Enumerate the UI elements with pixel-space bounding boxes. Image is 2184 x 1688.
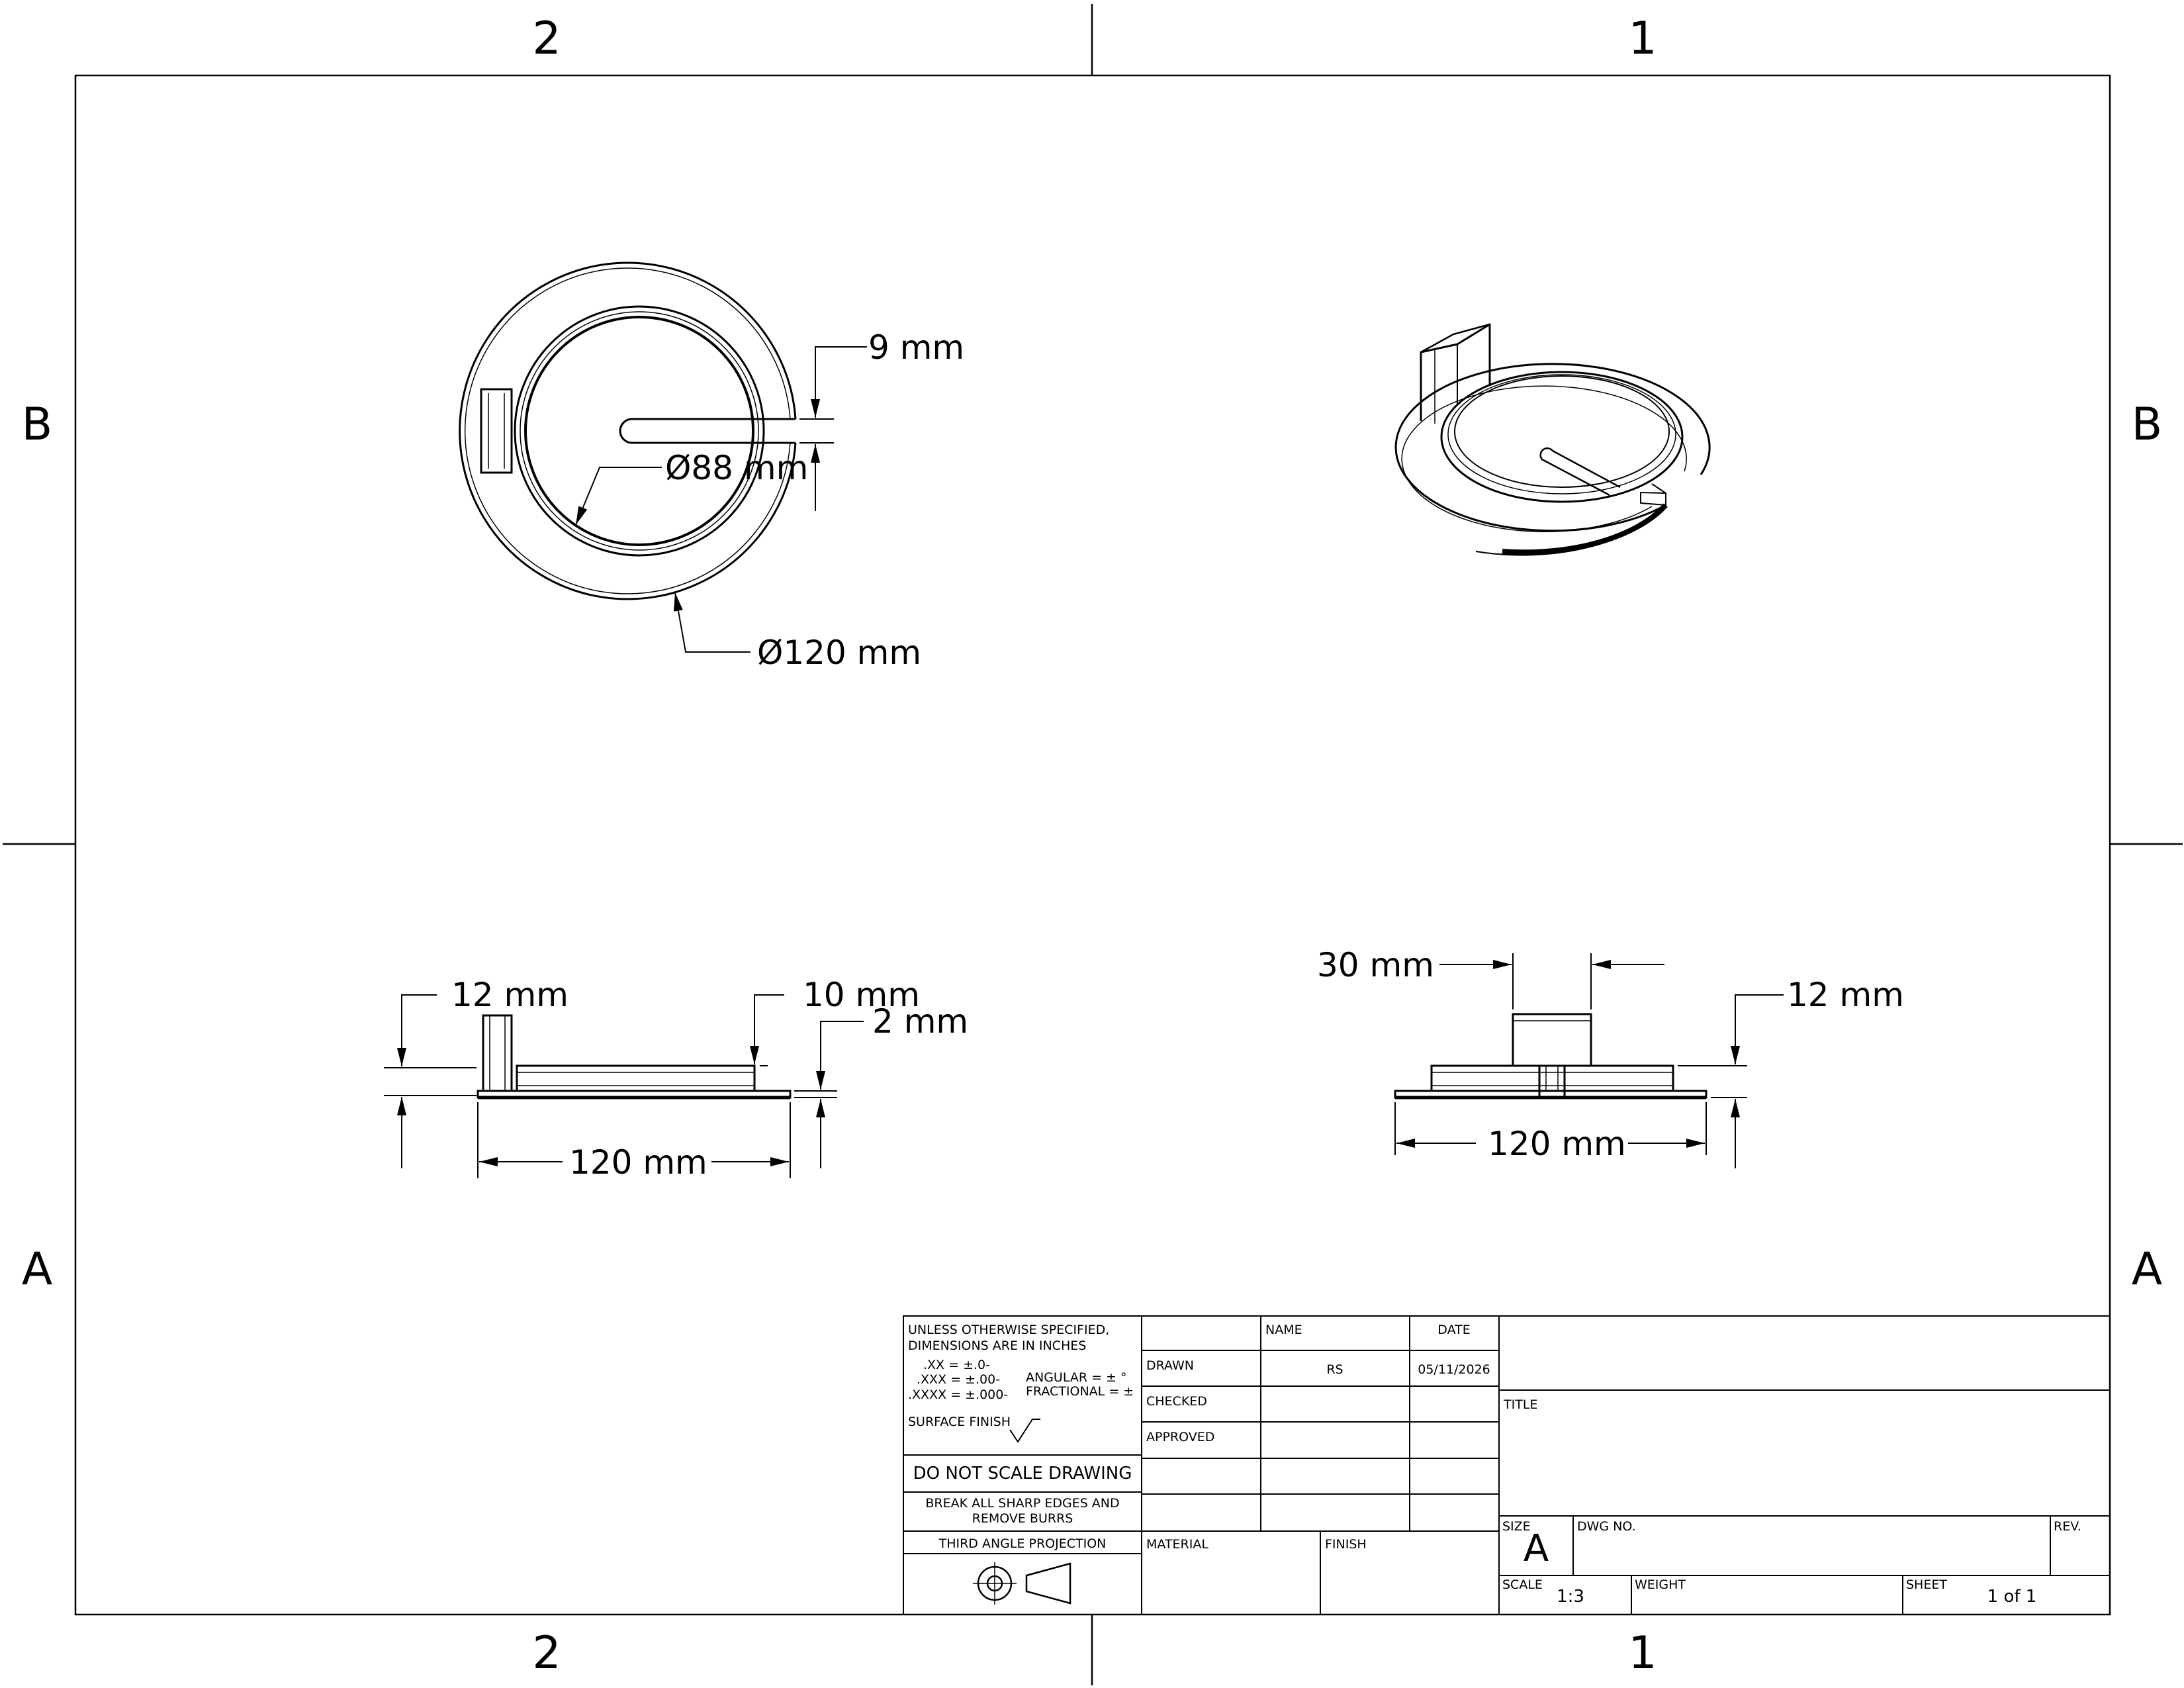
- surface-finish-icon: [1009, 1419, 1040, 1443]
- approved-label: APPROVED: [1146, 1430, 1214, 1444]
- dwg-no-label: DWG NO.: [1577, 1519, 1636, 1534]
- zone-label-bottom-left: 2: [532, 1627, 561, 1679]
- top-view-dimension-labels: 9 mm Ø88 mm Ø120 mm: [665, 328, 964, 672]
- spec-note-line2: DIMENSIONS ARE IN INCHES: [908, 1338, 1086, 1353]
- checked-label: CHECKED: [1146, 1394, 1207, 1409]
- dimension-outer-diameter: Ø120 mm: [757, 633, 921, 672]
- material-label: MATERIAL: [1146, 1537, 1208, 1552]
- weight-label: WEIGHT: [1635, 1577, 1686, 1592]
- zone-label-right-upper: B: [2132, 399, 2163, 451]
- tolerance-angular: ANGULAR = ± °: [1026, 1370, 1127, 1385]
- dimension-rim-height: 10 mm: [803, 976, 920, 1014]
- dimension-tab-height: 12 mm: [451, 976, 569, 1014]
- sheet-value: 1 of 1: [1987, 1587, 2037, 1607]
- dimension-inner-diameter: Ø88 mm: [665, 449, 808, 487]
- side-view-dimensions: [1394, 953, 1784, 1168]
- tolerance-xxx: .XXX = ±.00-: [917, 1372, 1000, 1387]
- drawn-name: RS: [1326, 1362, 1343, 1377]
- rev-label: REV.: [2054, 1519, 2081, 1534]
- drawn-label: DRAWN: [1146, 1358, 1194, 1373]
- spec-note-line1: UNLESS OTHERWISE SPECIFIED,: [908, 1323, 1109, 1337]
- top-view-dimensions: [575, 346, 867, 653]
- dimension-slot-width: 9 mm: [868, 328, 964, 367]
- scale-label: SCALE: [1502, 1577, 1543, 1592]
- front-view-dimensions: [384, 994, 864, 1178]
- zone-label-left-lower: A: [22, 1243, 53, 1295]
- zone-label-top-left: 2: [532, 13, 561, 65]
- size-value: A: [1524, 1527, 1549, 1570]
- dimension-side-tab-height: 12 mm: [1787, 976, 1904, 1014]
- zone-labels: 2 1 2 1 B A B A: [22, 13, 2163, 1679]
- drawn-date: 05/11/2026: [1418, 1362, 1490, 1377]
- do-not-scale-note: DO NOT SCALE DRAWING: [913, 1464, 1132, 1483]
- zone-label-top-right: 1: [1628, 13, 1657, 65]
- scale-value: 1:3: [1557, 1587, 1584, 1607]
- tolerance-xx: .XX = ±.0-: [923, 1358, 990, 1372]
- surface-finish-label: SURFACE FINISH: [908, 1415, 1011, 1429]
- break-edges-note-line2: REMOVE BURRS: [972, 1511, 1073, 1526]
- title-block-text: UNLESS OTHERWISE SPECIFIED, DIMENSIONS A…: [908, 1323, 2081, 1607]
- front-view-dimension-labels: 12 mm 10 mm 2 mm 120 mm: [451, 976, 968, 1182]
- size-label: SIZE: [1502, 1519, 1531, 1534]
- zone-label-right-lower: A: [2132, 1243, 2163, 1295]
- name-header: NAME: [1265, 1323, 1302, 1337]
- tolerance-fractional: FRACTIONAL = ±: [1026, 1384, 1134, 1399]
- zone-label-bottom-right: 1: [1628, 1627, 1657, 1679]
- isometric-view: [1394, 323, 1711, 556]
- title-label: TITLE: [1503, 1397, 1537, 1412]
- tolerance-xxxx: .XXXX = ±.000-: [908, 1387, 1008, 1402]
- side-view-dimension-labels: 30 mm 12 mm 120 mm: [1317, 946, 1904, 1163]
- third-angle-projection-icon: [973, 1562, 1071, 1605]
- title-block: [903, 1315, 2111, 1615]
- finish-label: FINISH: [1325, 1537, 1367, 1552]
- projection-label: THIRD ANGLE PROJECTION: [938, 1536, 1107, 1551]
- side-view: [1394, 1013, 1707, 1100]
- sheet-border: [3, 4, 2183, 1685]
- dimension-tab-width: 30 mm: [1317, 946, 1434, 984]
- dimension-base-thickness: 2 mm: [872, 1002, 968, 1041]
- sheet-label: SHEET: [1906, 1577, 1947, 1592]
- break-edges-note-line1: BREAK ALL SHARP EDGES AND: [925, 1496, 1119, 1511]
- top-view: [459, 261, 797, 600]
- zone-label-left-upper: B: [22, 399, 53, 451]
- dimension-front-width: 120 mm: [569, 1143, 707, 1182]
- front-view: [477, 1014, 792, 1100]
- date-header: DATE: [1437, 1323, 1470, 1337]
- dimension-side-width: 120 mm: [1488, 1125, 1626, 1163]
